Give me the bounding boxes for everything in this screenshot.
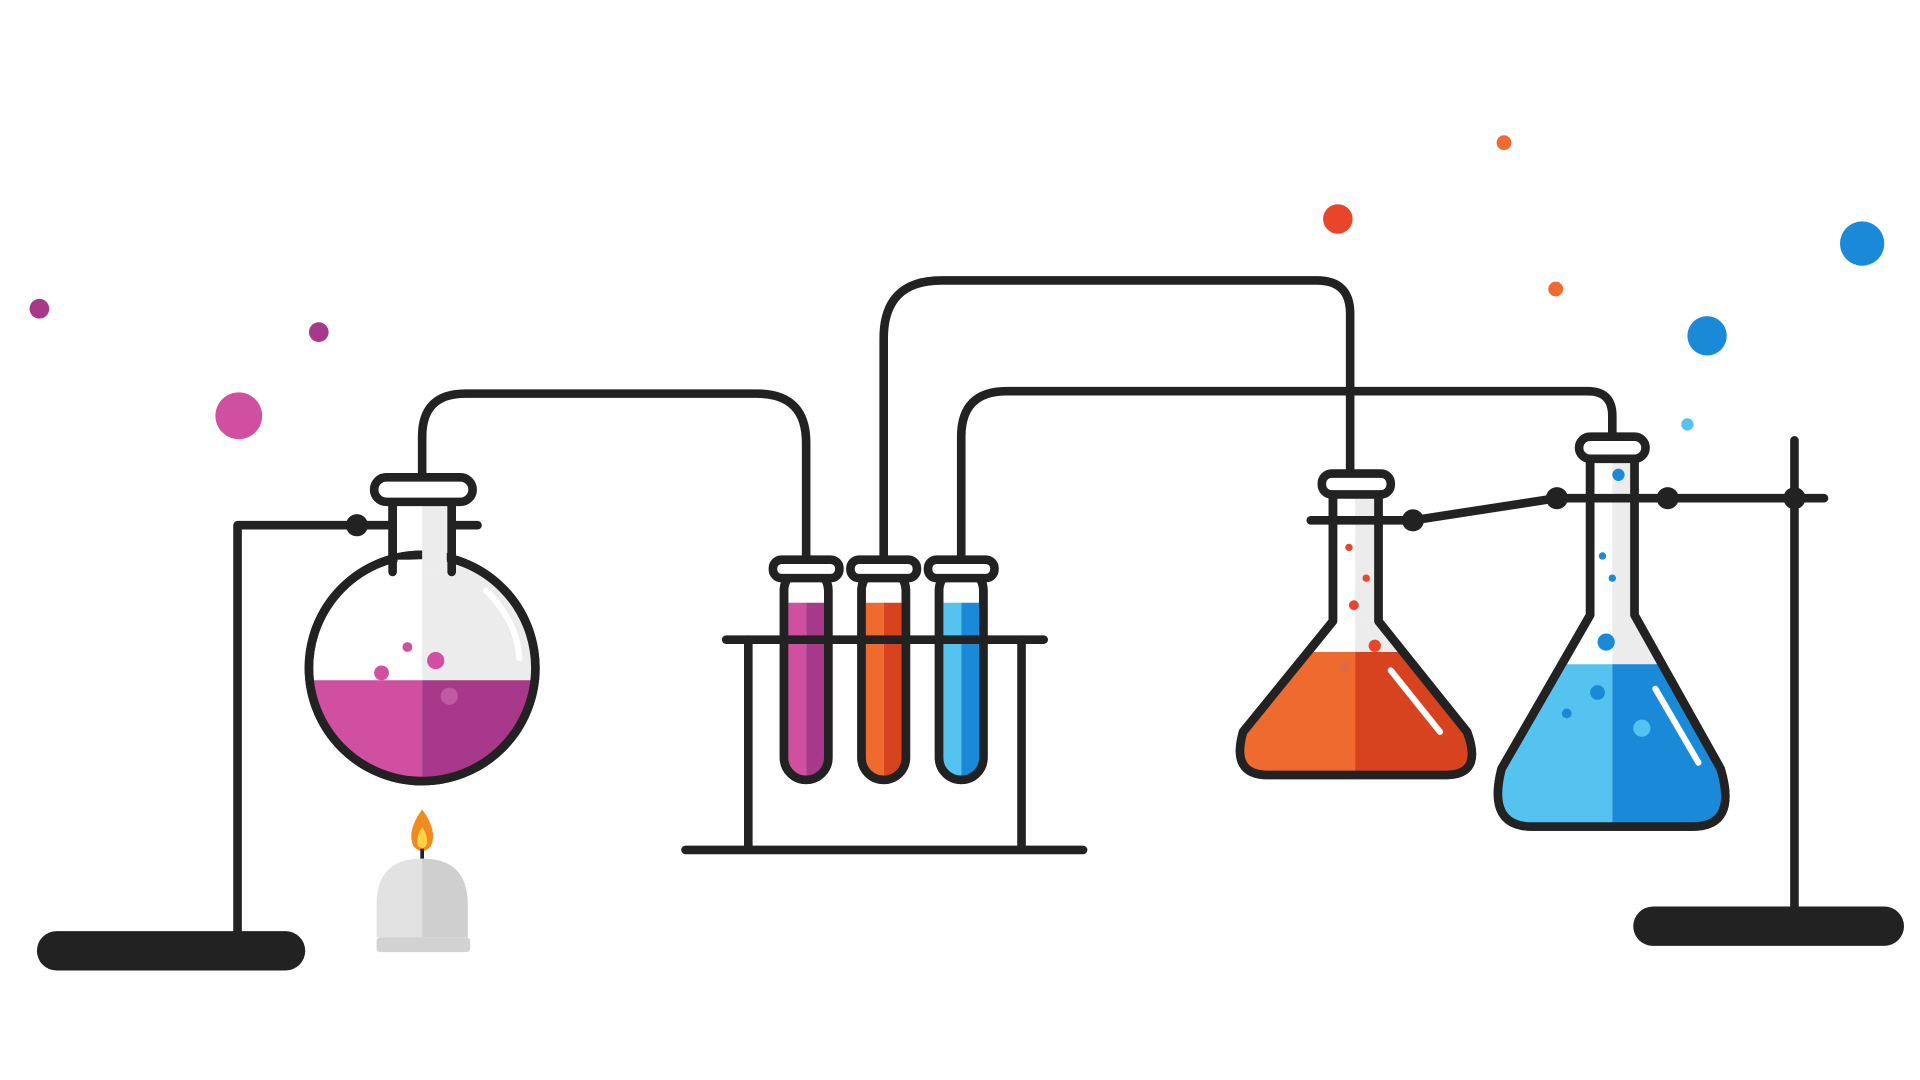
- floating-bubbles: [29, 135, 1885, 440]
- bubble-purple: [308, 322, 329, 342]
- bubble: [374, 665, 389, 681]
- bubble-orange: [1496, 135, 1512, 151]
- test-tube-orange: [846, 555, 922, 785]
- bubble-blue: [1840, 221, 1885, 266]
- stand-base: [36, 931, 306, 971]
- flask-lip: [369, 472, 477, 507]
- bubble-orange: [1548, 281, 1564, 297]
- right-stand: [1633, 436, 1904, 946]
- burner: [376, 809, 471, 953]
- tube-flask-to-testtube1: [417, 389, 811, 568]
- bubble-blue: [1681, 418, 1694, 431]
- test-tube-rack: [681, 635, 1088, 855]
- tube-testtube2-to-orange-flask: [879, 276, 1355, 568]
- test-tube-blue: [923, 555, 999, 785]
- clamp-knob: [345, 514, 368, 537]
- bubble-purple: [29, 298, 50, 319]
- stand-base: [1633, 906, 1904, 946]
- bubble-purple: [215, 392, 263, 440]
- tube-testtube3-to-blue-flask: [956, 386, 1617, 568]
- bubble-orange: [1323, 204, 1353, 234]
- purple-liquid: [311, 680, 423, 779]
- bubble: [427, 651, 445, 670]
- test-tube-purple: [768, 555, 844, 785]
- clamp-arm: [1306, 487, 1829, 532]
- bubble-blue: [1687, 316, 1727, 356]
- bubble: [402, 642, 413, 652]
- erlenmeyer-flask-blue: [1493, 432, 1730, 831]
